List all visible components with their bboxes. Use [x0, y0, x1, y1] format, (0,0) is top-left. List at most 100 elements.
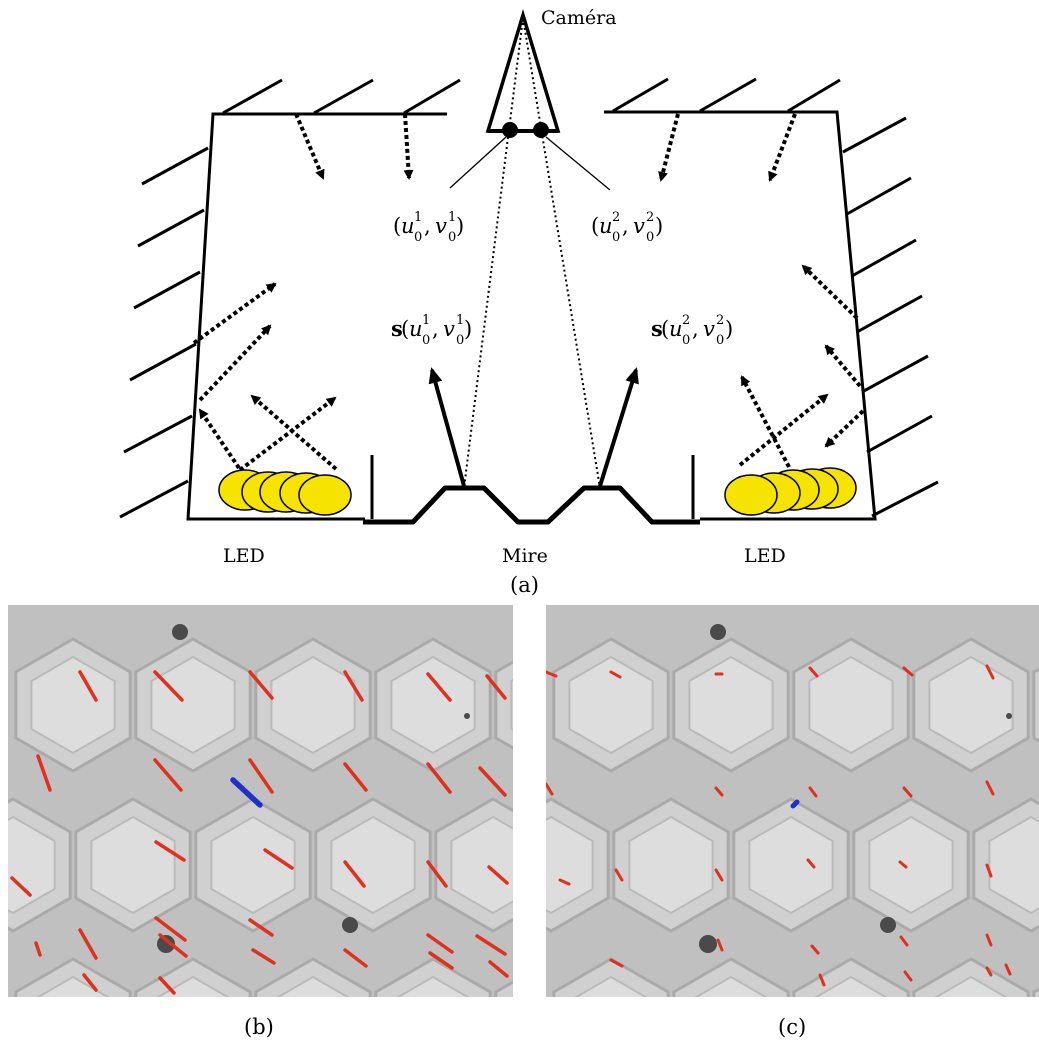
photo-b-cell-inner	[450, 815, 513, 915]
photo-c-cell-inner	[574, 975, 648, 997]
photo-b-normal-mark	[343, 948, 368, 968]
photo-b-normal-mark	[428, 951, 454, 970]
pixel-coord-1: ( u 0 1 , v 0 1 )	[393, 210, 464, 245]
photo-b-dark-spot	[157, 935, 175, 953]
photo-b-normal-mark	[158, 933, 188, 958]
photo-c-normal-mark	[808, 786, 818, 798]
camera-label: Caméra	[541, 7, 617, 29]
photo-b-normal-mark	[478, 766, 507, 797]
photo-c-normal-mark	[609, 670, 622, 679]
photo-c-normal-mark	[902, 786, 913, 798]
photo-c-cell-inner	[688, 655, 774, 755]
photo-b-normal-mark	[343, 860, 366, 888]
photo-b-normals	[10, 670, 509, 995]
photo-b-normal-mark	[485, 674, 507, 700]
photo-b-normal-mark	[154, 840, 186, 862]
photo-panel-c	[546, 605, 1039, 997]
led-array-left	[218, 469, 352, 516]
photo-c-normal-mark	[716, 938, 724, 952]
led-label-right: LED	[744, 545, 786, 567]
photo-b-cell-inner	[330, 815, 416, 915]
photo-c-cell-inner	[628, 815, 714, 915]
photo-b-normal-mark	[248, 758, 274, 794]
left-wall	[119, 78, 461, 521]
svg-text:,: ,	[622, 214, 629, 238]
svg-text:2: 2	[682, 313, 690, 328]
photo-b-dark-spot	[464, 713, 470, 719]
photo-b-normal-mark	[488, 960, 509, 978]
photo-c-normal-mark	[614, 868, 624, 882]
photo-c-dark-spot	[699, 935, 717, 953]
photo-c-normal-mark	[899, 935, 909, 947]
photo-c-cells	[546, 624, 1039, 997]
normal-arrow-1	[428, 367, 466, 487]
svg-text:0: 0	[646, 230, 654, 245]
photo-b-cell-inner	[150, 655, 236, 755]
photo-c-normal-mark	[902, 666, 914, 677]
photo-c-normal-mark	[714, 786, 724, 797]
photo-b-normal-mark	[10, 876, 32, 897]
svg-text:0: 0	[422, 333, 430, 348]
photo-b-normal-mark	[78, 670, 98, 702]
photo-c-dark-spot	[880, 917, 896, 933]
photo-c-cell	[1032, 667, 1039, 743]
svg-text:s: s	[391, 316, 403, 341]
caption-a: (a)	[510, 573, 539, 597]
svg-text:s: s	[651, 316, 663, 341]
photo-b-normal-mark	[426, 933, 454, 954]
photo-c-normal-mark	[985, 664, 995, 680]
photo-c-normal-mark	[818, 973, 826, 987]
svg-text:,: ,	[692, 317, 699, 341]
photo-c-normal-mark	[985, 780, 995, 796]
photo-b-cell	[494, 980, 513, 997]
photo-b-normal-mark	[158, 976, 176, 995]
photo-b-normal-mark	[343, 762, 368, 792]
svg-text:): )	[725, 317, 733, 341]
photo-b-cell-inner	[390, 655, 476, 755]
photo-b-normal-mark	[248, 670, 274, 700]
svg-text:v: v	[633, 214, 645, 238]
photo-c-normal-mark	[609, 958, 624, 968]
photo-b-normal-mark	[475, 934, 507, 956]
photo-b-normal-mark	[36, 754, 52, 792]
photo-b-normal-mark	[263, 848, 294, 870]
light-arrows	[192, 113, 865, 472]
photo-b-cell-inner	[30, 655, 116, 755]
photo-b-normal-mark	[248, 918, 274, 937]
pixel-coord-2: ( u 0 2 , v 0 2 )	[591, 210, 663, 245]
photo-b-cell-inner	[8, 815, 56, 915]
photo-c-normal-mark	[903, 970, 913, 982]
photo-c-dark-spot	[1006, 713, 1012, 719]
svg-text:(: (	[591, 214, 599, 238]
photo-b-normal-mark	[426, 860, 448, 888]
photo-b-cell-inner	[210, 815, 296, 915]
photo-b-cell-inner	[36, 975, 110, 997]
photo-b-dark-spot	[172, 624, 188, 640]
svg-text:v: v	[443, 317, 455, 341]
photo-b-cell-inner	[156, 975, 230, 997]
photo-b-normal-mark	[78, 928, 98, 960]
photo-c-normal-mark	[714, 868, 724, 882]
svg-text:0: 0	[456, 333, 464, 348]
photo-c-normal-mark	[985, 863, 993, 878]
target-label: Mire	[502, 545, 548, 567]
photo-c-normal-mark	[985, 966, 993, 977]
leader-line-1	[449, 136, 507, 189]
photo-b-cell-inner	[510, 678, 513, 732]
photo-c-normal-mark	[546, 782, 554, 796]
photo-c-cell-inner	[546, 815, 594, 915]
photo-c-normal-mark	[985, 933, 993, 947]
diagram-a: Caméra LED LED Mire (a) ( u 0 1 , v 0 1 …	[119, 7, 939, 597]
photo-b-normal-mark	[153, 670, 184, 702]
pixel-dot-2	[533, 122, 549, 138]
photo-b-normal-mark-blue	[230, 777, 263, 808]
svg-text:2: 2	[646, 210, 654, 225]
svg-text:u: u	[401, 214, 415, 238]
caption-c: (c)	[778, 1015, 806, 1039]
photo-c-cell-inner	[814, 975, 888, 997]
photo-b-cell	[494, 660, 513, 750]
photo-b-cell-inner	[90, 815, 176, 915]
photo-c-normal-mark	[808, 666, 819, 678]
leader-line-2	[545, 136, 611, 191]
photo-c-cell-inner	[934, 975, 1008, 997]
